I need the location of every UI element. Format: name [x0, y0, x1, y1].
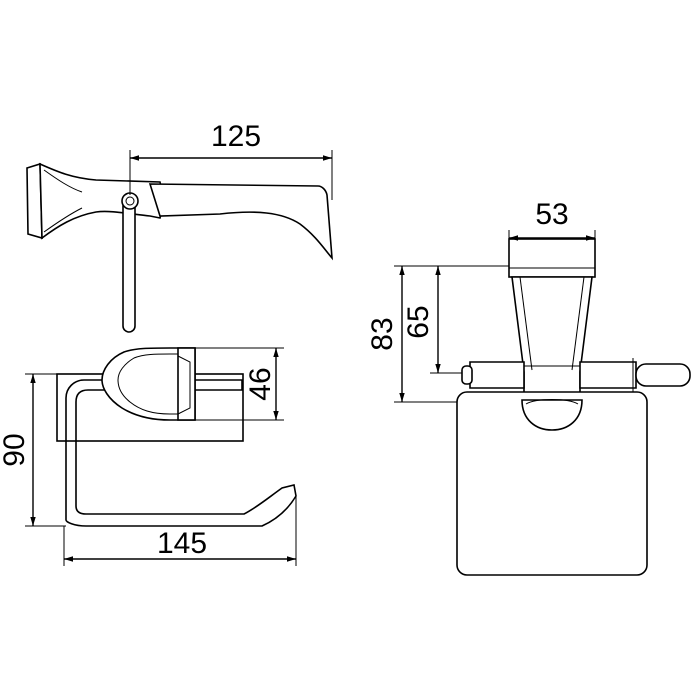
dim-label-145: 145: [157, 527, 207, 560]
dim-label-65: 65: [402, 305, 435, 338]
side-curved-arm: [148, 183, 333, 261]
cover-mount-block: [508, 238, 596, 278]
side-flared-base: [39, 162, 164, 240]
front-view: 46 90 145: [0, 347, 297, 566]
side-pivot: [121, 192, 139, 210]
dim-label-83: 83: [366, 317, 399, 350]
dim-label-90: 90: [0, 433, 31, 466]
dim-label-46: 46: [244, 367, 277, 400]
front-mount-block: [177, 347, 196, 421]
dim-label-125: 125: [211, 120, 261, 153]
cover-bar-end: [635, 363, 691, 387]
cover-bar-left: [469, 361, 525, 389]
side-hanging-bar: [122, 199, 136, 333]
cover-view: 53 83 65: [366, 198, 691, 576]
side-view: 125: [26, 120, 333, 333]
cover-bar-right: [579, 361, 637, 389]
dim-label-53: 53: [535, 198, 568, 231]
cover-neck-end: [521, 399, 583, 431]
front-round-mount: [101, 347, 196, 421]
cover-plate: [456, 391, 648, 576]
